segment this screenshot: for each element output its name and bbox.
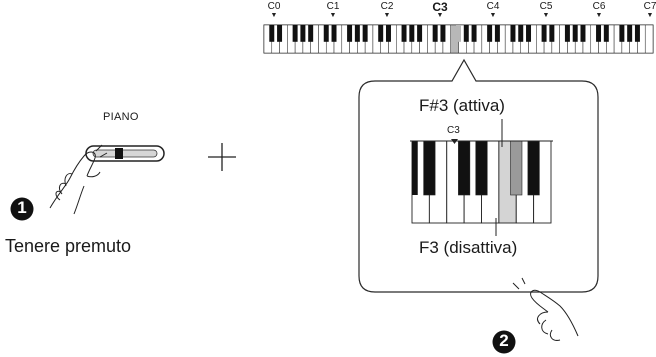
black-key xyxy=(308,25,314,42)
piano-button-inner xyxy=(92,149,158,158)
black-key xyxy=(580,25,586,42)
black-key xyxy=(378,25,384,42)
black-key xyxy=(463,25,469,42)
black-key xyxy=(401,25,407,42)
c3-marker xyxy=(451,139,458,144)
zoomed-keyboard xyxy=(410,140,553,224)
octave-marker-icon: ▼ xyxy=(646,12,654,19)
black-key xyxy=(269,25,275,42)
black-key xyxy=(362,25,368,42)
octave-marker-icon: ▼ xyxy=(383,12,391,19)
zoom-black-key xyxy=(458,140,471,196)
black-key xyxy=(487,25,493,42)
black-key xyxy=(440,25,446,42)
hold-caption: Tenere premuto xyxy=(5,236,132,256)
black-key xyxy=(526,25,532,42)
zoom-black-key xyxy=(423,140,436,196)
step-2-circle xyxy=(492,330,516,354)
black-key xyxy=(510,25,516,42)
octave-marker-icon: ▼ xyxy=(329,12,337,19)
black-key xyxy=(471,25,477,42)
black-key xyxy=(347,25,353,42)
white-key xyxy=(644,24,654,54)
black-key xyxy=(331,25,337,42)
octave-label-c3: C3 xyxy=(432,0,448,14)
step-1-circle xyxy=(10,197,34,221)
black-key xyxy=(385,25,391,42)
zoom-black-key xyxy=(510,140,523,196)
octave-marker-icon: ▼ xyxy=(489,12,497,19)
zoom-black-key xyxy=(527,140,540,196)
octave-label-c4: C4 xyxy=(486,1,500,12)
octave-marker-icon: ▼ xyxy=(436,12,444,19)
black-key xyxy=(494,25,500,42)
black-key xyxy=(354,25,360,42)
black-key xyxy=(541,25,547,42)
black-key xyxy=(277,25,283,42)
octave-label-c0: C0 xyxy=(267,1,281,12)
octave-label-c1: C1 xyxy=(326,1,340,12)
black-key xyxy=(432,25,438,42)
black-key xyxy=(619,25,625,42)
press-tick-2-icon xyxy=(512,277,526,290)
piano-button-indicator xyxy=(115,148,123,159)
active-key-label: F#3 (attiva) xyxy=(419,96,505,115)
press-tick-icon xyxy=(95,144,108,158)
octave-label-c6: C6 xyxy=(592,1,606,12)
black-key xyxy=(300,25,306,42)
hand-2-icon xyxy=(530,289,579,341)
octave-marker-icon: ▼ xyxy=(542,12,550,19)
step-1-number: 1 xyxy=(17,198,27,217)
black-key xyxy=(549,25,555,42)
zoom-black-key xyxy=(475,140,488,196)
octave-label-c2: C2 xyxy=(380,1,394,12)
inactive-key-label: F3 (disattiva) xyxy=(419,238,518,257)
black-key xyxy=(456,25,461,42)
octave-marker-icon: ▼ xyxy=(595,12,603,19)
black-key xyxy=(417,25,423,42)
step-2-number: 2 xyxy=(499,331,509,350)
black-key xyxy=(603,25,609,42)
hand-1-icon xyxy=(49,151,101,215)
full-keyboard xyxy=(263,24,654,54)
octave-label-c7: C7 xyxy=(643,1,656,12)
black-key xyxy=(292,25,298,42)
black-key xyxy=(518,25,524,42)
black-key xyxy=(596,25,602,42)
black-key xyxy=(409,25,415,42)
black-key xyxy=(323,25,329,42)
zoom-black-key-partial xyxy=(412,141,418,195)
callout-c3-label: C3 xyxy=(447,125,460,136)
black-key xyxy=(627,25,633,42)
octave-label-c5: C5 xyxy=(539,1,553,12)
black-key xyxy=(564,25,570,42)
piano-button-label: PIANO xyxy=(103,111,139,123)
black-key xyxy=(634,25,640,42)
octave-marker-icon: ▼ xyxy=(270,12,278,19)
black-key xyxy=(572,25,578,42)
